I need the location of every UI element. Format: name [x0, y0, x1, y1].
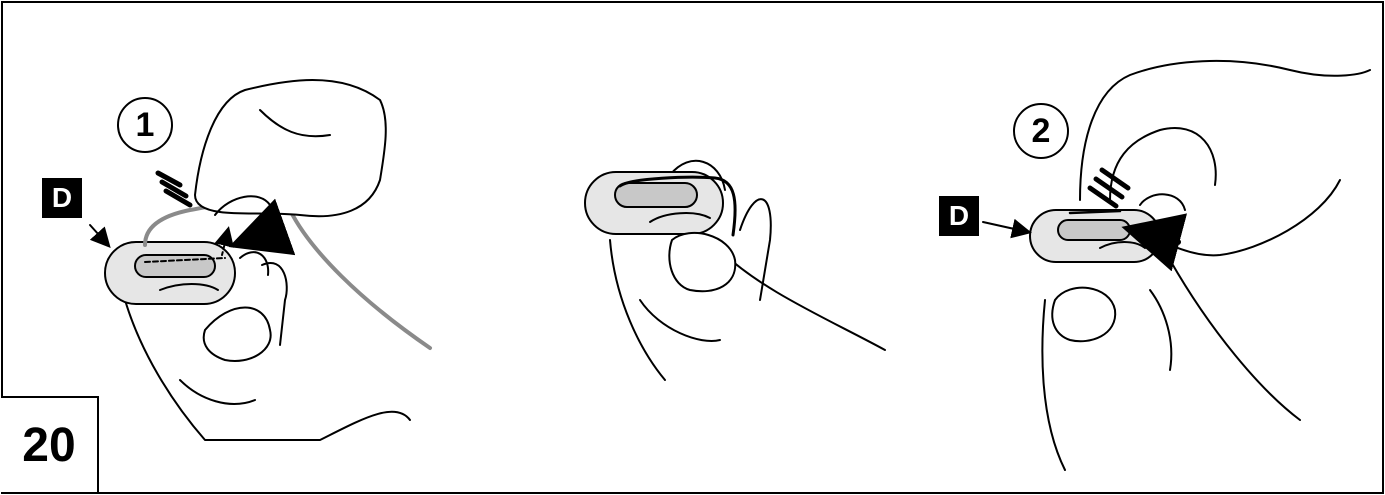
- arrow-insert: [240, 228, 282, 243]
- callout-leader-3: [983, 222, 1028, 232]
- step-2-marker: 2: [1013, 103, 1069, 159]
- device-slot-3: [1058, 220, 1130, 240]
- thumb-3: [1052, 288, 1115, 342]
- thumb-2: [669, 233, 735, 291]
- upper-hand-outline: [195, 80, 386, 216]
- callout-d-2: D: [939, 196, 979, 236]
- callout-d-1: D: [42, 178, 82, 218]
- lower-hand-finger: [204, 308, 271, 361]
- arrow-pull-up: [1090, 170, 1128, 206]
- callout-leader-1: [90, 225, 108, 245]
- step-1-marker: 1: [117, 97, 173, 153]
- panel-2-illustration: [585, 161, 885, 380]
- device-slot-2: [615, 183, 697, 207]
- arrow-push-down: [158, 173, 190, 205]
- figure-number: 20: [1, 396, 99, 492]
- hand-outline-2: [610, 240, 885, 380]
